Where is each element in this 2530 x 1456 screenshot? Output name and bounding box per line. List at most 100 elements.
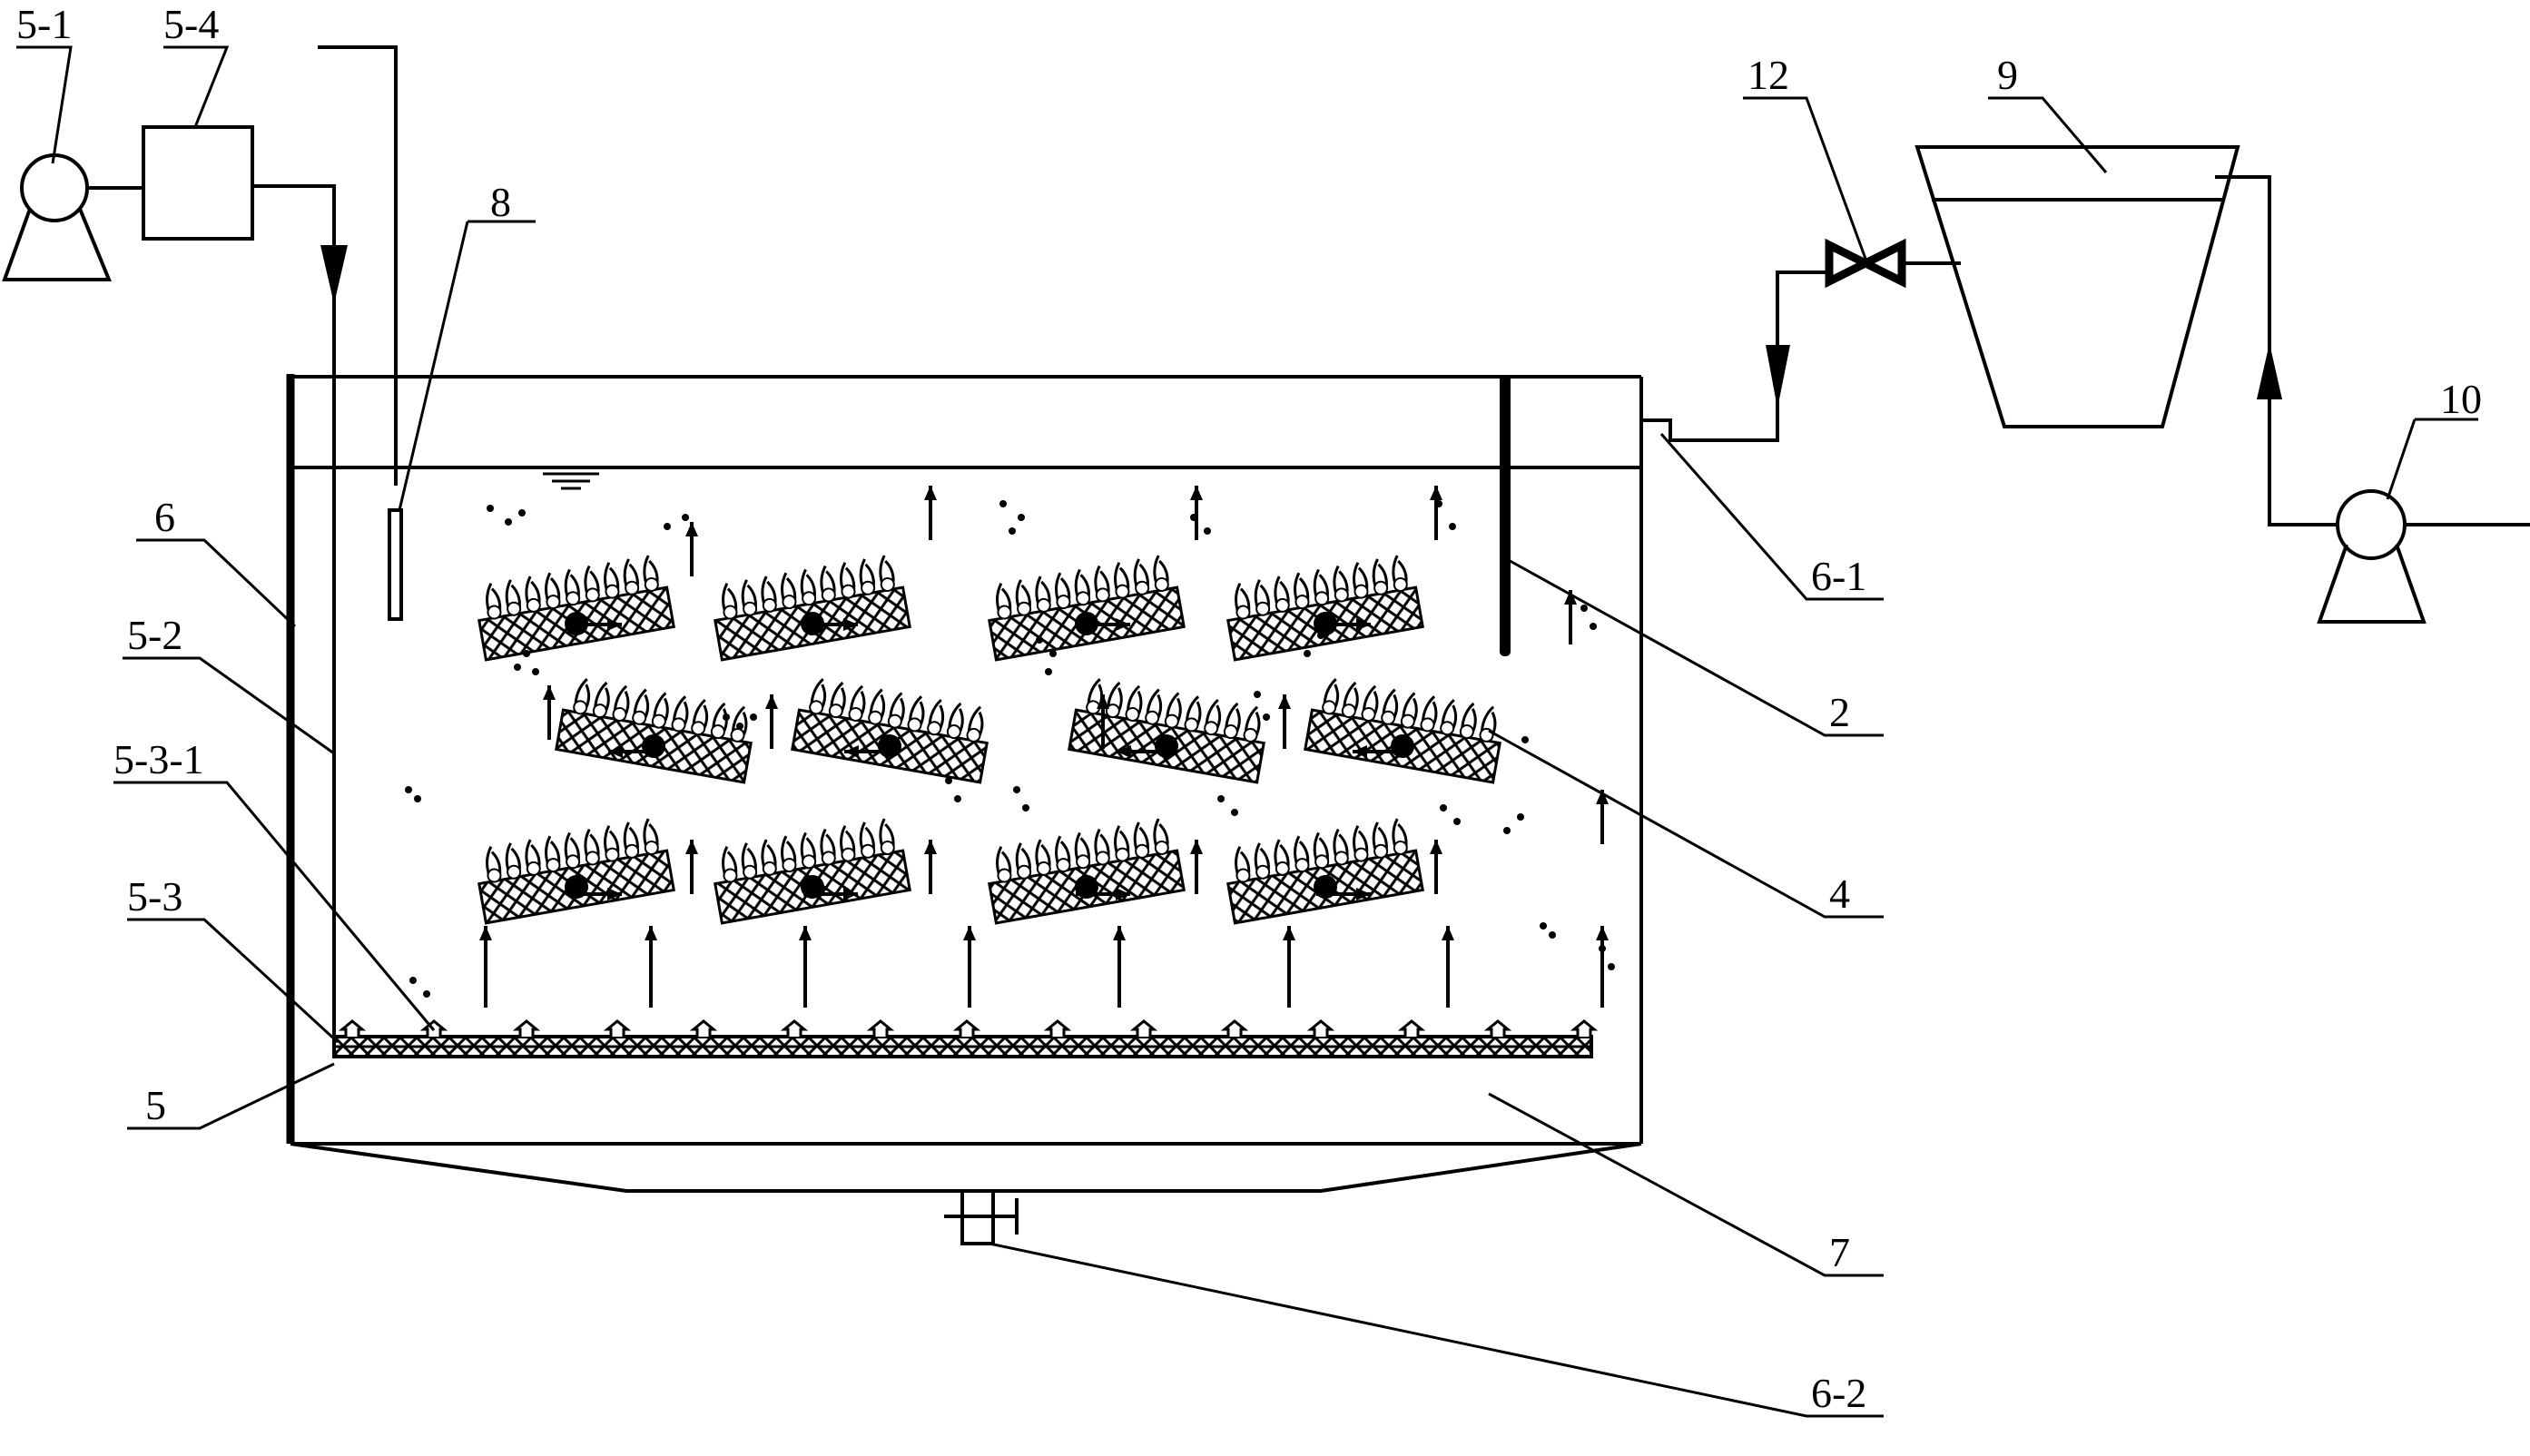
label-10: 10 — [2440, 376, 2482, 422]
biofilm-cell — [809, 700, 824, 715]
up-arrow-icon — [1596, 790, 1609, 804]
bubble — [1190, 514, 1197, 521]
flow-arrow-icon — [843, 618, 858, 631]
label-6: 6 — [154, 494, 175, 540]
up-arrow-icon — [2257, 343, 2282, 399]
flow-arrows — [479, 486, 1609, 1008]
bubble — [1440, 804, 1447, 812]
bubble — [682, 514, 689, 521]
bubble — [1304, 650, 1311, 657]
up-arrow-icon — [765, 694, 778, 709]
return-pump — [2317, 489, 2427, 624]
biofilm-cell — [1400, 713, 1415, 729]
diffuser-nozzle-icon — [338, 1019, 367, 1037]
bubble — [487, 505, 494, 512]
carrier-block — [1068, 678, 1265, 784]
biofilm-cell — [861, 843, 876, 859]
bubble — [1036, 636, 1043, 644]
water-level-icon — [543, 472, 599, 490]
biofilm-cell — [1361, 706, 1376, 722]
leader-7 — [1488, 1092, 1884, 1277]
bubble — [409, 977, 417, 984]
bubble — [1549, 931, 1556, 939]
leader-2 — [1504, 556, 1884, 737]
bubble — [1022, 804, 1029, 812]
flow-arrow-icon — [608, 745, 623, 758]
biofilm-cell — [1322, 700, 1337, 715]
biofilm-cell — [1295, 595, 1310, 610]
probe-sensor — [388, 508, 403, 621]
flow-arrow-icon — [607, 618, 622, 631]
label-8: 8 — [490, 179, 511, 225]
biofilm-cell — [1440, 721, 1455, 736]
up-arrow-icon — [645, 926, 657, 940]
biofilm-cell — [592, 703, 607, 719]
bubble — [999, 500, 1007, 507]
up-arrow-icon — [1190, 840, 1203, 854]
leader-5-1 — [16, 45, 73, 164]
valve — [1793, 238, 1961, 289]
flow-arrow-icon — [1356, 888, 1371, 900]
biofilm-cell — [927, 721, 942, 736]
biofilm-cell — [821, 851, 836, 866]
bubble — [423, 990, 430, 998]
leader-5-3-1 — [113, 781, 436, 1031]
bubble — [1231, 809, 1238, 816]
bubble — [1517, 813, 1524, 821]
biofilm-cell — [487, 868, 502, 883]
bubble — [405, 786, 412, 793]
biofilm-cell — [1393, 576, 1408, 592]
biofilm-cell — [782, 858, 797, 873]
bubble — [1254, 691, 1261, 698]
biofilm-cell — [1223, 724, 1238, 740]
carrier-block — [714, 818, 911, 925]
carrier-block — [477, 818, 675, 925]
biofilm-cell — [743, 601, 758, 616]
carrier-block — [988, 818, 1186, 925]
label-12: 12 — [1747, 52, 1789, 98]
leader-6-2 — [989, 1242, 1884, 1418]
biofilm-cell — [848, 706, 863, 722]
biofilm-cell — [566, 591, 581, 606]
biofilm-cell — [1184, 717, 1199, 733]
biofilm-cell — [1341, 703, 1356, 719]
biofilm-cell — [868, 710, 883, 725]
biofilm-cell — [632, 710, 647, 725]
up-arrow-icon — [543, 685, 556, 700]
biofilm-cell — [1204, 721, 1219, 736]
biofilm-cell — [1115, 584, 1130, 599]
bubble — [1217, 795, 1225, 802]
leader-12 — [1743, 96, 1867, 260]
bubble — [1045, 668, 1052, 675]
up-arrow-icon — [924, 486, 937, 500]
up-arrow-icon — [685, 522, 698, 536]
carrier-block — [1304, 678, 1501, 784]
biofilm-cell — [644, 576, 659, 592]
bubble — [1453, 818, 1461, 825]
biofilm-cell — [1095, 851, 1110, 866]
biofilm-cell — [1145, 710, 1160, 725]
biofilm-cell — [880, 576, 895, 592]
carrier-block — [988, 555, 1186, 662]
drain-valve — [944, 1189, 1019, 1245]
bubble — [414, 795, 421, 802]
up-arrow-icon — [1430, 486, 1442, 500]
biofilm-cell — [782, 595, 797, 610]
biofilm-cell — [1125, 706, 1140, 722]
up-arrow-icon — [1113, 926, 1126, 940]
label-5-3: 5-3 — [127, 873, 182, 920]
biofilm-cell — [1334, 587, 1349, 603]
bubble — [750, 713, 757, 721]
biofilm-cell — [887, 713, 902, 729]
biofilm-cell — [644, 840, 659, 855]
bubble — [1590, 623, 1597, 630]
biofilm-cell — [1115, 847, 1130, 862]
flow-arrow-icon — [843, 888, 858, 900]
biofilm-cell — [821, 587, 836, 603]
biofilm-cell — [743, 864, 758, 880]
biofilm-cell — [1295, 858, 1310, 873]
up-arrow-icon — [924, 840, 937, 854]
biofilm-cell — [612, 706, 627, 722]
label-5: 5 — [145, 1082, 166, 1128]
biofilm-cell — [1105, 703, 1120, 719]
